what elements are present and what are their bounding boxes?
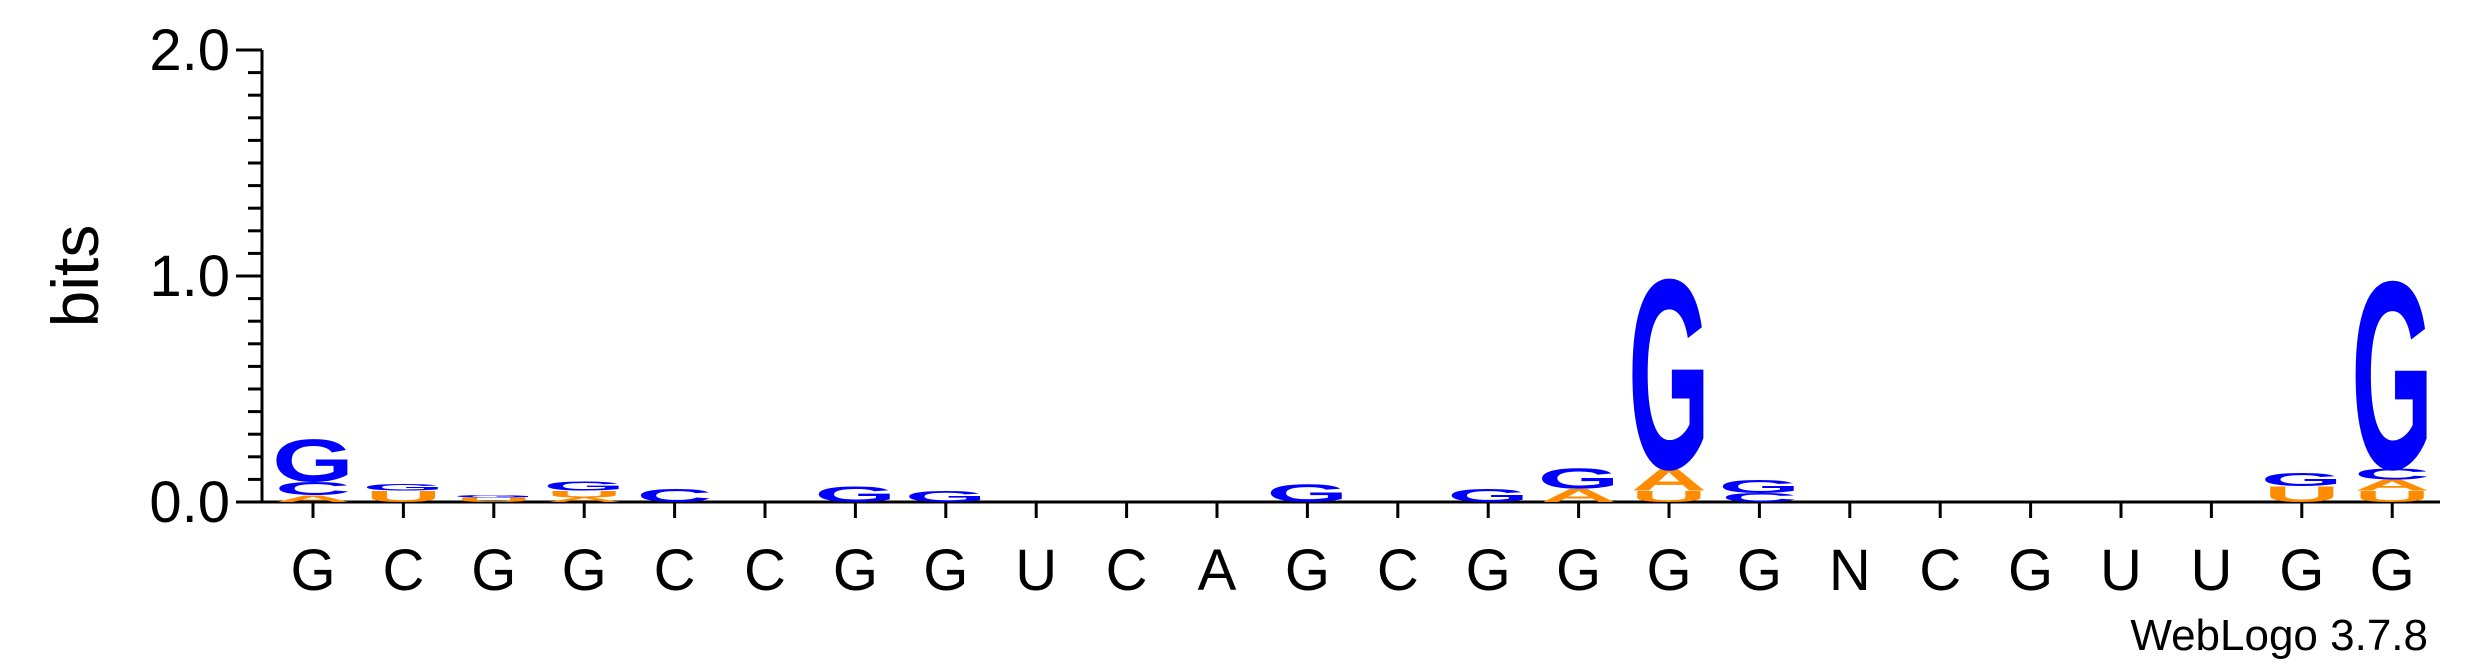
logo-letter-u: U xyxy=(365,488,441,506)
svg-text:U: U xyxy=(1631,488,1707,506)
x-tick-label: G xyxy=(1556,538,1601,603)
y-tick-label: 2.0 xyxy=(149,18,230,83)
svg-text:C: C xyxy=(1721,491,1797,505)
svg-text:G: G xyxy=(272,428,354,495)
logo-letter-a: A xyxy=(275,493,351,504)
x-tick-label: G xyxy=(833,538,878,603)
logo-letter-a: A xyxy=(1541,485,1617,506)
logo-letter-c: C xyxy=(2354,465,2430,483)
logo-letter-c: C xyxy=(275,478,351,499)
x-tick-label: G xyxy=(471,538,516,603)
x-tick-label: G xyxy=(1737,538,1782,603)
logo-letter-g: G xyxy=(2351,227,2433,526)
svg-text:G: G xyxy=(363,482,445,493)
x-tick-label: C xyxy=(744,538,786,603)
x-tick-label: G xyxy=(1466,538,1511,603)
logo-letter-a: A xyxy=(1631,463,1707,498)
logo-letter-g: G xyxy=(543,479,625,493)
logo-letter-u: U xyxy=(2354,488,2430,506)
svg-text:G: G xyxy=(1538,463,1620,495)
logo-letter-g: G xyxy=(453,495,535,499)
logo-letter-g: G xyxy=(363,482,445,493)
x-tick-label: G xyxy=(2279,538,2324,603)
svg-text:U: U xyxy=(365,488,441,506)
svg-text:U: U xyxy=(2354,488,2430,506)
x-tick-label: A xyxy=(1198,538,1237,603)
logo-letter-g: G xyxy=(905,488,987,506)
svg-text:G: G xyxy=(2351,227,2433,526)
y-tick-label: 0.0 xyxy=(149,470,230,535)
x-tick-label: G xyxy=(923,538,968,603)
svg-text:G: G xyxy=(453,495,535,499)
svg-text:G: G xyxy=(1719,476,1801,497)
x-tick-label: C xyxy=(654,538,696,603)
logo-letter-u: U xyxy=(1631,488,1707,506)
logo-letter-g: G xyxy=(2261,469,2343,490)
svg-text:A: A xyxy=(1631,463,1707,498)
svg-text:G: G xyxy=(1628,223,1710,526)
logo-letter-g: G xyxy=(1538,463,1620,495)
x-tick-label: U xyxy=(2100,538,2142,603)
logo-letter-g: G xyxy=(1628,223,1710,526)
x-tick-label: G xyxy=(2370,538,2415,603)
svg-text:G: G xyxy=(905,488,987,506)
y-axis-label: bits xyxy=(38,225,112,328)
svg-text:A: A xyxy=(2354,476,2430,494)
x-tick-label: G xyxy=(562,538,607,603)
x-tick-label: C xyxy=(1919,538,1961,603)
x-tick-label: N xyxy=(1829,538,1871,603)
svg-text:G: G xyxy=(543,479,625,493)
x-tick-label: C xyxy=(1106,538,1148,603)
x-tick-label: G xyxy=(2008,538,2053,603)
logo-letter-c: C xyxy=(1721,491,1797,505)
logo-letter-g: G xyxy=(272,428,354,495)
logo-letter-u: U xyxy=(456,496,532,503)
svg-text:C: C xyxy=(637,485,713,506)
svg-text:G: G xyxy=(1447,485,1529,506)
svg-text:C: C xyxy=(275,478,351,499)
svg-text:A: A xyxy=(1541,485,1617,506)
logo-letter-a: A xyxy=(2354,476,2430,494)
logo-letter-g: G xyxy=(1447,485,1529,506)
x-tick-label: G xyxy=(290,538,335,603)
x-tick-label: C xyxy=(382,538,424,603)
y-tick-label: 1.0 xyxy=(149,244,230,309)
logo-letter-u: U xyxy=(546,489,622,500)
svg-text:G: G xyxy=(2261,469,2343,490)
x-tick-label: G xyxy=(1646,538,1691,603)
logo-letter-a: A xyxy=(546,496,622,503)
x-tick-label: U xyxy=(1015,538,1057,603)
svg-text:A: A xyxy=(275,493,351,504)
svg-text:A: A xyxy=(546,496,622,503)
x-tick-label: C xyxy=(1377,538,1419,603)
credit-text: WebLogo 3.7.8 xyxy=(2130,611,2428,660)
svg-text:C: C xyxy=(2354,465,2430,483)
svg-text:U: U xyxy=(546,489,622,500)
x-tick-label: U xyxy=(2190,538,2232,603)
logo-letter-c: C xyxy=(637,485,713,506)
logo-letter-g: G xyxy=(1719,476,1801,497)
x-tick-label: G xyxy=(1285,538,1330,603)
svg-text:U: U xyxy=(456,496,532,503)
